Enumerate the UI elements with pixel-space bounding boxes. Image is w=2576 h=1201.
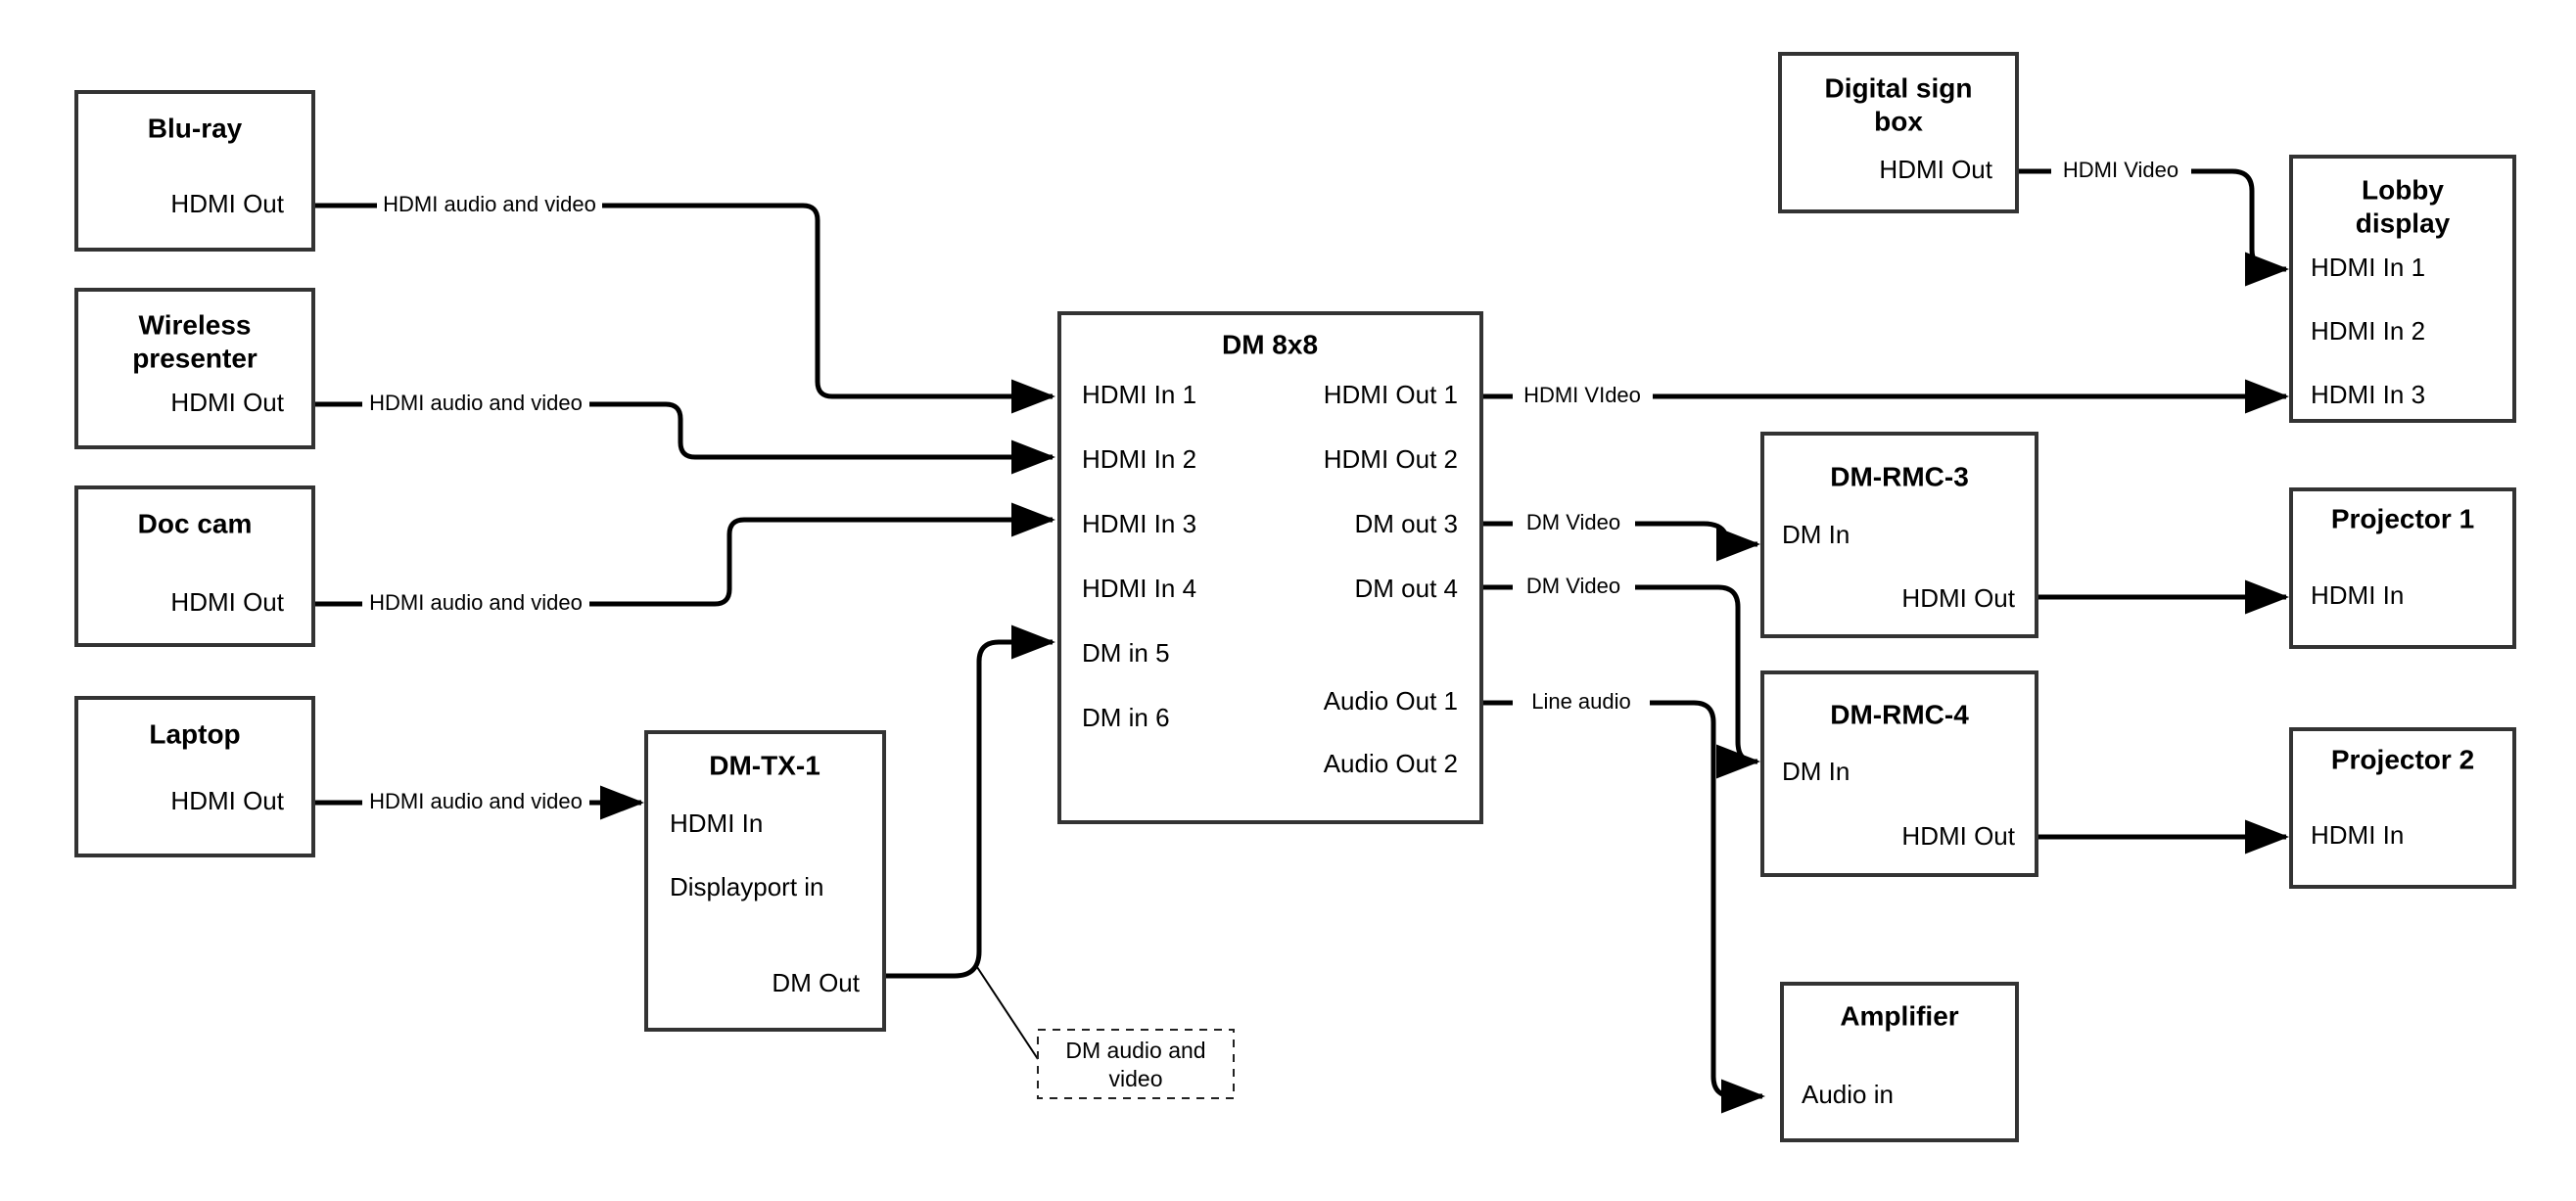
edge-label-digitalsign-to-lobby: HDMI Video bbox=[2063, 158, 2178, 182]
wireless-presenter-port-hdmi-out: HDMI Out bbox=[170, 388, 284, 417]
dm-8x8-output-hdmi-out-1: HDMI Out 1 bbox=[1324, 380, 1458, 409]
doc-cam-box[interactable] bbox=[74, 485, 315, 647]
node-laptop[interactable]: Laptop HDMI Out bbox=[74, 696, 315, 857]
node-bluray[interactable]: Blu-ray HDMI Out bbox=[74, 90, 315, 252]
digital-sign-box-port-hdmi-out: HDMI Out bbox=[1879, 155, 1992, 184]
wire-dm8x8-audio1-to-amplifier bbox=[1481, 700, 1766, 1114]
wire-dm8x8-out4-to-dmrmc4 bbox=[1481, 584, 1761, 779]
node-wireless-presenter[interactable]: Wireless presenter HDMI Out bbox=[74, 288, 315, 449]
laptop-box[interactable] bbox=[74, 696, 315, 857]
wireless-presenter-title-line2: presenter bbox=[132, 343, 258, 373]
node-projector-1[interactable]: Projector 1 HDMI In bbox=[2289, 487, 2516, 649]
wire-dm8x8-out3-to-dmrmc3 bbox=[1481, 521, 1761, 562]
dm-tx-1-port-displayport-in: Displayport in bbox=[670, 872, 824, 901]
wire-digitalsign-to-lobby bbox=[2017, 168, 2290, 287]
dm-tx-1-port-hdmi-in: HDMI In bbox=[670, 808, 763, 838]
dm-rmc-3-title: DM-RMC-3 bbox=[1830, 461, 1969, 491]
dm-8x8-input-hdmi-in-1: HDMI In 1 bbox=[1082, 380, 1196, 409]
leader-line-dm-audio-video bbox=[974, 963, 1039, 1060]
dm-tx-1-box[interactable] bbox=[644, 730, 886, 1032]
wire-wireless-to-dm8x8 bbox=[313, 401, 1056, 475]
amplifier-box[interactable] bbox=[1780, 982, 2019, 1142]
edge-label-laptop-to-dmtx1: HDMI audio and video bbox=[369, 789, 583, 813]
callout-dm-audio-video-line2: video bbox=[1109, 1066, 1163, 1091]
dm-8x8-box[interactable] bbox=[1057, 311, 1483, 824]
laptop-port-hdmi-out: HDMI Out bbox=[170, 786, 284, 815]
dm-rmc-4-title: DM-RMC-4 bbox=[1830, 699, 1969, 729]
dm-rmc-4-port-dm-in: DM In bbox=[1782, 757, 1850, 786]
dm-tx-1-port-dm-out: DM Out bbox=[772, 968, 860, 997]
dm-8x8-input-hdmi-in-2: HDMI In 2 bbox=[1082, 444, 1196, 474]
edge-label-dm8x8-audio1-to-amplifier: Line audio bbox=[1531, 689, 1631, 714]
digital-sign-box-box[interactable] bbox=[1778, 52, 2019, 213]
dm-8x8-input-dm-in-5: DM in 5 bbox=[1082, 638, 1170, 668]
wire-doccam-to-dm8x8 bbox=[313, 502, 1056, 607]
doc-cam-title: Doc cam bbox=[138, 508, 253, 538]
lobby-display-title-line2: display bbox=[2356, 208, 2451, 238]
dm-8x8-output-dm-out-3: DM out 3 bbox=[1355, 509, 1459, 538]
dm-rmc-3-port-hdmi-out: HDMI Out bbox=[1901, 583, 2015, 613]
dm-8x8-output-audio-out-2: Audio Out 2 bbox=[1324, 749, 1458, 778]
node-dm-rmc-4[interactable]: DM-RMC-4 DM In HDMI Out bbox=[1760, 670, 2038, 877]
wire-dmtx1-to-dm8x8 bbox=[884, 624, 1056, 979]
lobby-display-input-hdmi-in-2: HDMI In 2 bbox=[2311, 316, 2425, 346]
edge-label-doccam-to-dm8x8: HDMI audio and video bbox=[369, 590, 583, 615]
projector-1-title: Projector 1 bbox=[2331, 503, 2474, 533]
wireless-presenter-box[interactable] bbox=[74, 288, 315, 449]
projector-1-box[interactable] bbox=[2289, 487, 2516, 649]
edge-label-dm8x8-out3-to-dmrmc3: DM Video bbox=[1526, 510, 1620, 534]
node-amplifier[interactable]: Amplifier Audio in bbox=[1780, 982, 2019, 1142]
edge-label-dm8x8-out4-to-dmrmc4: DM Video bbox=[1526, 574, 1620, 598]
node-dm-rmc-3[interactable]: DM-RMC-3 DM In HDMI Out bbox=[1760, 432, 2038, 638]
projector-1-port-hdmi-in: HDMI In bbox=[2311, 580, 2404, 610]
dm-tx-1-title: DM-TX-1 bbox=[709, 750, 820, 780]
edge-label-wireless-to-dm8x8: HDMI audio and video bbox=[369, 391, 583, 415]
projector-2-port-hdmi-in: HDMI In bbox=[2311, 820, 2404, 850]
wire-bluray-to-dm8x8 bbox=[313, 203, 1056, 414]
node-doc-cam[interactable]: Doc cam HDMI Out bbox=[74, 485, 315, 647]
dm-8x8-input-hdmi-in-4: HDMI In 4 bbox=[1082, 574, 1196, 603]
bluray-port-hdmi-out: HDMI Out bbox=[170, 189, 284, 218]
dm-rmc-4-port-hdmi-out: HDMI Out bbox=[1901, 821, 2015, 851]
node-projector-2[interactable]: Projector 2 HDMI In bbox=[2289, 727, 2516, 889]
amplifier-title: Amplifier bbox=[1840, 1000, 1958, 1031]
dm-rmc-4-box[interactable] bbox=[1760, 670, 2038, 877]
node-dm-tx-1[interactable]: DM-TX-1 HDMI In Displayport in DM Out bbox=[644, 730, 886, 1032]
lobby-display-input-hdmi-in-1: HDMI In 1 bbox=[2311, 253, 2425, 282]
lobby-display-box[interactable] bbox=[2289, 155, 2516, 423]
bluray-box[interactable] bbox=[74, 90, 315, 252]
edge-label-bluray-to-dm8x8: HDMI audio and video bbox=[383, 192, 596, 216]
callout-dm-audio-and-video: DM audio and video bbox=[1037, 1029, 1235, 1099]
dm-8x8-output-audio-out-1: Audio Out 1 bbox=[1324, 686, 1458, 716]
edge-label-dm8x8-out1-to-lobby: HDMI VIdeo bbox=[1523, 383, 1641, 407]
doc-cam-port-hdmi-out: HDMI Out bbox=[170, 587, 284, 617]
node-digital-sign-box[interactable]: Digital sign box HDMI Out bbox=[1778, 52, 2019, 213]
wireless-presenter-title-line1: Wireless bbox=[139, 309, 252, 340]
lobby-display-input-hdmi-in-3: HDMI In 3 bbox=[2311, 380, 2425, 409]
digital-sign-box-title-line1: Digital sign bbox=[1825, 72, 1973, 103]
projector-2-box[interactable] bbox=[2289, 727, 2516, 889]
node-lobby-display[interactable]: Lobby display HDMI In 1 HDMI In 2 HDMI I… bbox=[2289, 155, 2516, 423]
projector-2-title: Projector 2 bbox=[2331, 744, 2474, 774]
laptop-title: Laptop bbox=[149, 718, 240, 749]
amplifier-port-audio-in: Audio in bbox=[1802, 1080, 1894, 1109]
dm-8x8-output-dm-out-4: DM out 4 bbox=[1355, 574, 1459, 603]
dm-rmc-3-box[interactable] bbox=[1760, 432, 2038, 638]
dm-8x8-input-hdmi-in-3: HDMI In 3 bbox=[1082, 509, 1196, 538]
digital-sign-box-title-line2: box bbox=[1874, 106, 1923, 136]
lobby-display-title-line1: Lobby bbox=[2362, 174, 2444, 205]
dm-rmc-3-port-dm-in: DM In bbox=[1782, 520, 1850, 549]
bluray-title: Blu-ray bbox=[148, 113, 243, 143]
callout-dm-audio-video-line1: DM audio and bbox=[1065, 1038, 1205, 1063]
dm-8x8-output-hdmi-out-2: HDMI Out 2 bbox=[1324, 444, 1458, 474]
dm-8x8-input-dm-in-6: DM in 6 bbox=[1082, 703, 1170, 732]
node-dm-8x8[interactable]: DM 8x8 HDMI In 1 HDMI In 2 HDMI In 3 HDM… bbox=[1057, 311, 1483, 824]
callout-dm-audio-video-box bbox=[1037, 1029, 1235, 1099]
dm-8x8-title: DM 8x8 bbox=[1222, 329, 1318, 359]
